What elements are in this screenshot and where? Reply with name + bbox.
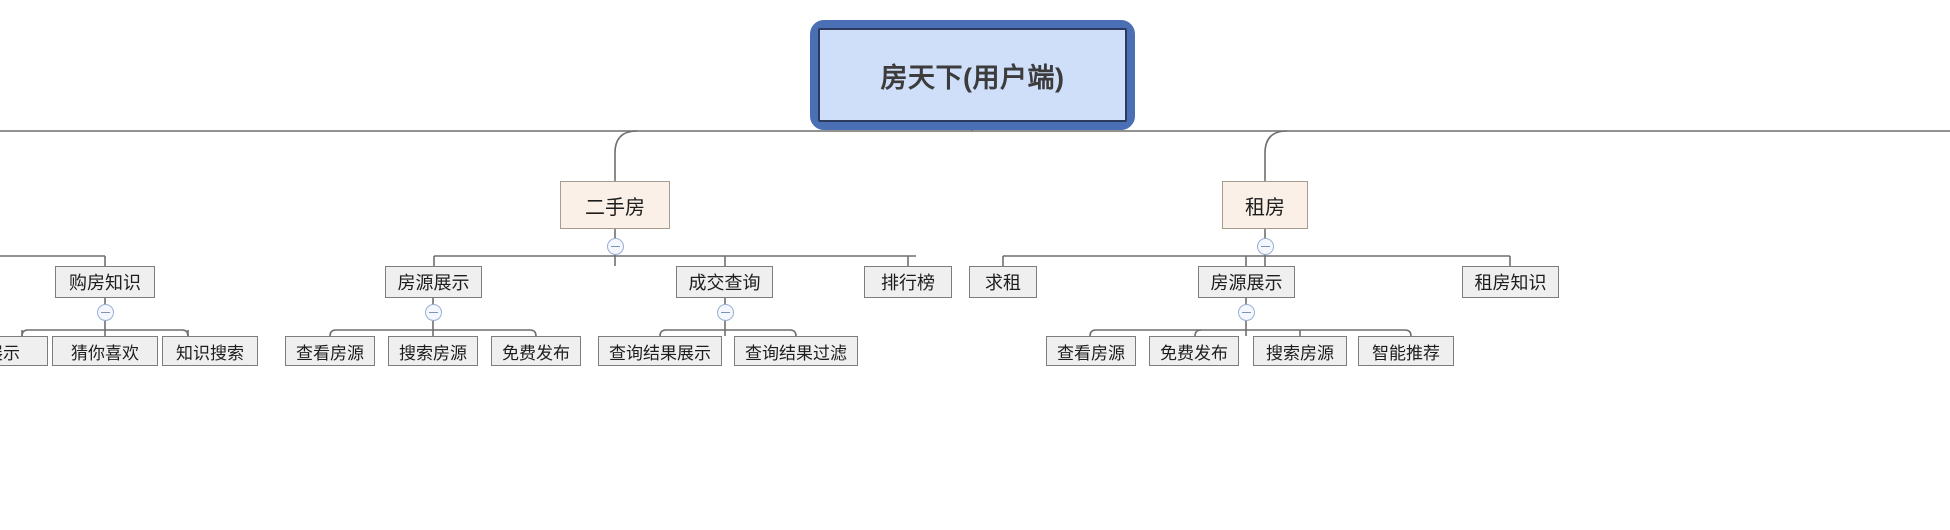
toggle-ershoufang[interactable] [607, 238, 624, 255]
node-cainixihuan[interactable]: 猜你喜欢 [52, 336, 158, 366]
node-chakanfangyuan-left[interactable]: 查看房源 [285, 336, 375, 366]
toggle-zufang[interactable] [1257, 238, 1274, 255]
node-qiuzu[interactable]: 求租 [969, 266, 1037, 298]
node-mianfeifabu-left[interactable]: 免费发布 [491, 336, 581, 366]
node-fangyuanzhanshi-right[interactable]: 房源展示 [1198, 266, 1295, 298]
node-fangyuanzhanshi-left[interactable]: 房源展示 [385, 266, 482, 298]
node-zhinengtuijian[interactable]: 智能推荐 [1358, 336, 1454, 366]
toggle-chengjiaochaxun[interactable] [717, 304, 734, 321]
node-paihangbang[interactable]: 排行榜 [864, 266, 952, 298]
toggle-fangyuanzhanshi-left[interactable] [425, 304, 442, 321]
node-chaxunjieguozhanshi[interactable]: 查询结果展示 [598, 336, 722, 366]
node-zufang[interactable]: 租房 [1222, 181, 1308, 229]
root-node[interactable]: 房天下(用户端) [818, 28, 1127, 122]
toggle-goufangzhishi[interactable] [97, 304, 114, 321]
node-sousuofangyuan-right[interactable]: 搜索房源 [1253, 336, 1347, 366]
node-chaxunjieguoguolv[interactable]: 查询结果过滤 [734, 336, 858, 366]
node-chengjiaochaxun[interactable]: 成交查询 [676, 266, 773, 298]
node-chakanfangyuan-right[interactable]: 查看房源 [1046, 336, 1136, 366]
toggle-fangyuanzhanshi-right[interactable] [1238, 304, 1255, 321]
node-zufangzhishi[interactable]: 租房知识 [1462, 266, 1559, 298]
node-zhishisousuo[interactable]: 知识搜索 [162, 336, 258, 366]
node-zhanshi-truncated[interactable]: 展示 [0, 336, 48, 366]
node-sousuofangyuan-left[interactable]: 搜索房源 [388, 336, 478, 366]
node-mianfeifabu-right[interactable]: 免费发布 [1149, 336, 1239, 366]
node-ershoufang[interactable]: 二手房 [560, 181, 670, 229]
node-goufangzhishi[interactable]: 购房知识 [55, 266, 155, 298]
